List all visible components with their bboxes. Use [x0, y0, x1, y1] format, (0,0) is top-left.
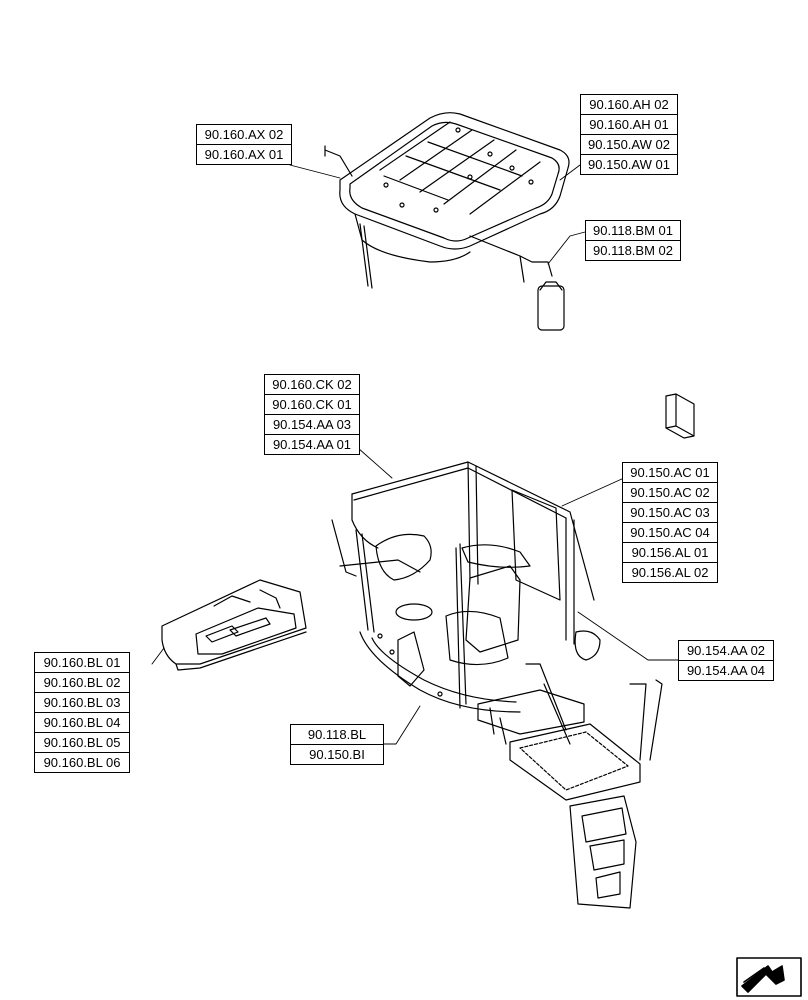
- steps-refs: 90.154.AA 02 90.154.AA 04: [678, 640, 774, 681]
- side-console-drawing: [161, 579, 307, 671]
- ref-link[interactable]: 90.156.AL 01: [623, 543, 717, 563]
- access-steps-drawing: [477, 663, 663, 909]
- ref-link[interactable]: 90.150.AW 02: [581, 135, 677, 155]
- washer-refs: 90.118.BM 01 90.118.BM 02: [585, 220, 681, 261]
- ref-link[interactable]: 90.150.AC 03: [623, 503, 717, 523]
- ref-link[interactable]: 90.150.BI: [309, 747, 365, 762]
- ref-link[interactable]: 90.160.AX 02: [197, 125, 291, 145]
- ref-link[interactable]: 90.160.CK 02: [265, 375, 359, 395]
- next-page-arrow-icon[interactable]: [736, 957, 802, 997]
- ref-link[interactable]: 90.154.AA 02: [679, 641, 773, 661]
- roof-left-refs: 90.160.AX 02 90.160.AX 01: [196, 124, 292, 165]
- ref-link[interactable]: 90.160.BL 02: [35, 673, 129, 693]
- frame-refs: 90.160.CK 02 90.160.CK 01 90.154.AA 03 9…: [264, 374, 360, 455]
- cab-right-refs: 90.150.AC 01 90.150.AC 02 90.150.AC 03 9…: [622, 462, 718, 583]
- ref-link[interactable]: 90.118.BM 01: [586, 221, 680, 241]
- ref-link[interactable]: 90.118.BM 02: [593, 243, 673, 258]
- roof-right-refs: 90.160.AH 02 90.160.AH 01 90.150.AW 02 9…: [580, 94, 678, 175]
- ref-link[interactable]: 90.150.AC 01: [623, 463, 717, 483]
- ref-link[interactable]: 90.118.BL: [291, 725, 383, 745]
- ref-link[interactable]: 90.160.AH 01: [581, 115, 677, 135]
- ref-link[interactable]: 90.160.BL 04: [35, 713, 129, 733]
- ref-link[interactable]: 90.154.AA 04: [686, 663, 766, 678]
- leader-lines: [151, 164, 679, 745]
- ref-link[interactable]: 90.160.BL 03: [35, 693, 129, 713]
- ref-link[interactable]: 90.156.AL 02: [631, 565, 709, 580]
- cab-frame-drawing: [331, 461, 601, 713]
- ref-link[interactable]: 90.160.BL 06: [43, 755, 121, 770]
- ref-link[interactable]: 90.150.AW 01: [588, 157, 670, 172]
- roof-panel-drawing: [324, 112, 570, 331]
- ref-link[interactable]: 90.160.BL 01: [35, 653, 129, 673]
- ref-link[interactable]: 90.160.BL 05: [35, 733, 129, 753]
- ref-link[interactable]: 90.150.AC 04: [623, 523, 717, 543]
- ref-link[interactable]: 90.150.AC 02: [623, 483, 717, 503]
- floor-refs: 90.118.BL 90.150.BI: [290, 724, 384, 765]
- ref-link[interactable]: 90.160.AX 01: [204, 147, 284, 162]
- console-refs: 90.160.BL 01 90.160.BL 02 90.160.BL 03 9…: [34, 652, 130, 773]
- ref-link[interactable]: 90.154.AA 01: [272, 437, 352, 452]
- ref-link[interactable]: 90.154.AA 03: [265, 415, 359, 435]
- ref-link[interactable]: 90.160.AH 02: [581, 95, 677, 115]
- ref-link[interactable]: 90.160.CK 01: [265, 395, 359, 415]
- electrical-module-drawing: [665, 393, 695, 439]
